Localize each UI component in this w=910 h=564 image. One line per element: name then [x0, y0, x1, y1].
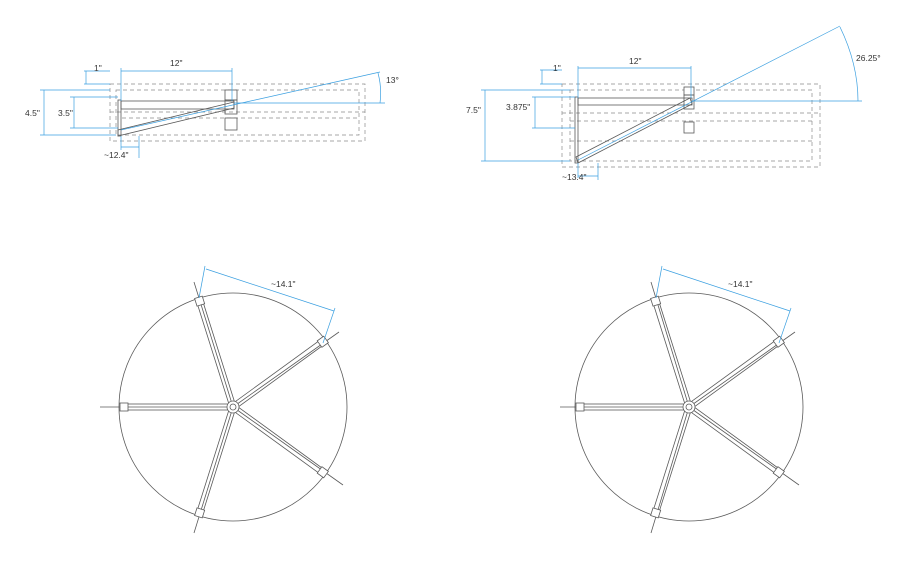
- dim-arm-span-label: ~14.1": [271, 279, 296, 289]
- arm-end-pad: [650, 507, 662, 519]
- dim-arm-span: ~14.1": [198, 265, 336, 344]
- arm-end-pad: [194, 507, 206, 519]
- arm: [120, 100, 235, 110]
- side-view-right: 12" 1" 7.5" 3.875" 26.25°: [466, 25, 881, 182]
- arm-2: [650, 295, 693, 409]
- arm-4: [230, 404, 329, 479]
- arm-3: [686, 335, 785, 410]
- upright-bottom: [683, 121, 695, 134]
- arm-4: [686, 404, 785, 479]
- dim-inner-height-label: 3.5": [58, 108, 73, 118]
- dim-outer-height: 7.5": [466, 89, 570, 162]
- diagonal-strut: [117, 101, 235, 137]
- dim-top-offset-label: 1": [553, 63, 561, 73]
- upright-bottom: [224, 117, 238, 131]
- plan-view-left: ~14.1": [100, 265, 348, 534]
- dim-top-offset-label: 1": [94, 63, 102, 73]
- dim-top-offset: 1": [540, 63, 562, 85]
- end-plate: [574, 96, 579, 164]
- dim-angle: 26.25°: [577, 25, 881, 161]
- hub-inner: [685, 403, 693, 411]
- dim-inner-height: 3.5": [58, 96, 118, 129]
- dim-arm-span: ~14.1": [655, 265, 792, 344]
- dim-angle: 13°: [120, 71, 399, 131]
- dim-inner-height-label: 3.875": [506, 102, 530, 112]
- dim-angle-label: 26.25°: [856, 53, 881, 63]
- arm-end-pad: [575, 402, 585, 412]
- upright-middle: [683, 94, 695, 110]
- dim-angle-label: 13°: [386, 75, 399, 85]
- hub: [682, 400, 696, 414]
- dim-arm-span-label: ~14.1": [728, 279, 753, 289]
- housing-hidden-inner: [115, 89, 360, 136]
- arm-end-pad: [772, 466, 785, 479]
- diagonal-strut: [575, 97, 693, 164]
- dim-outer-height-label: 4.5": [25, 108, 40, 118]
- arm-end-pad: [119, 402, 129, 412]
- dim-outer-height-label: 7.5": [466, 105, 481, 115]
- dim-strut-length: ~13.4": [562, 163, 599, 182]
- dim-arm-length: 12": [120, 58, 233, 101]
- dim-arm-length-label: 12": [170, 58, 182, 68]
- hub-inner: [229, 403, 237, 411]
- arm-end-pad: [772, 335, 785, 348]
- upright-top: [224, 89, 238, 101]
- dim-arm-length-label: 12": [629, 56, 641, 66]
- end-plate: [117, 99, 122, 137]
- arm-3: [230, 335, 329, 410]
- arm-5: [650, 405, 693, 519]
- plan-view-right: ~14.1": [560, 265, 804, 534]
- dim-inner-height: 3.875": [506, 96, 575, 129]
- housing-hidden-outline: [109, 83, 366, 142]
- side-view-left: 12" 1" 4.5" 3.5" 13°: [25, 58, 399, 160]
- arm-end-pad: [194, 295, 206, 307]
- arm: [577, 97, 693, 106]
- arm-end-pad: [316, 335, 329, 348]
- dim-strut-length: ~12.4": [104, 136, 140, 160]
- upright-top: [683, 86, 695, 96]
- arm-end-pad: [650, 295, 662, 307]
- dim-arm-length: 12": [577, 56, 692, 98]
- dim-strut-length-label: ~12.4": [104, 150, 129, 160]
- arm-end-pad: [316, 466, 329, 479]
- dim-strut-length-label: ~13.4": [562, 172, 587, 182]
- dim-outer-height: 4.5": [25, 89, 116, 136]
- dim-top-offset: 1": [84, 63, 110, 85]
- hub: [226, 400, 240, 414]
